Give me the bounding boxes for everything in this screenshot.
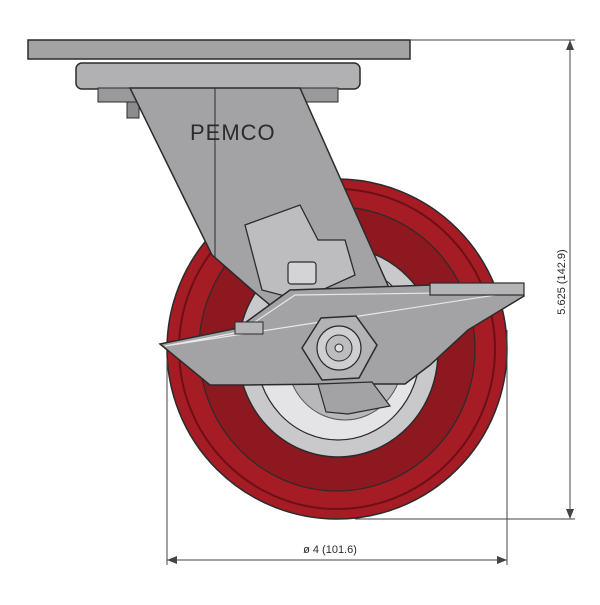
width-dimension [166, 330, 508, 565]
brake-side-tab [234, 321, 264, 335]
width-dimension-label: ø 4 (101.6) [303, 544, 357, 556]
width-arrow-right [497, 556, 507, 564]
axle-center [334, 343, 344, 353]
brake-housing [244, 204, 356, 301]
brake-foot-pad [429, 282, 525, 296]
brake-lever-highlight [164, 291, 516, 347]
brand-label: PEMCO [190, 120, 276, 145]
height-arrow-bottom [566, 509, 574, 519]
axle-assembly [301, 315, 378, 381]
height-dimension-label: 5.625 (142.9) [556, 249, 568, 314]
brake-pin-block [287, 261, 317, 285]
swivel-race [75, 62, 361, 90]
width-arrow-left [167, 556, 177, 564]
height-arrow-top [566, 40, 574, 50]
fork-lower-bracket [317, 381, 392, 415]
king-bolt-nut [126, 101, 140, 119]
height-dimension [355, 39, 575, 520]
mounting-plate [27, 39, 411, 60]
